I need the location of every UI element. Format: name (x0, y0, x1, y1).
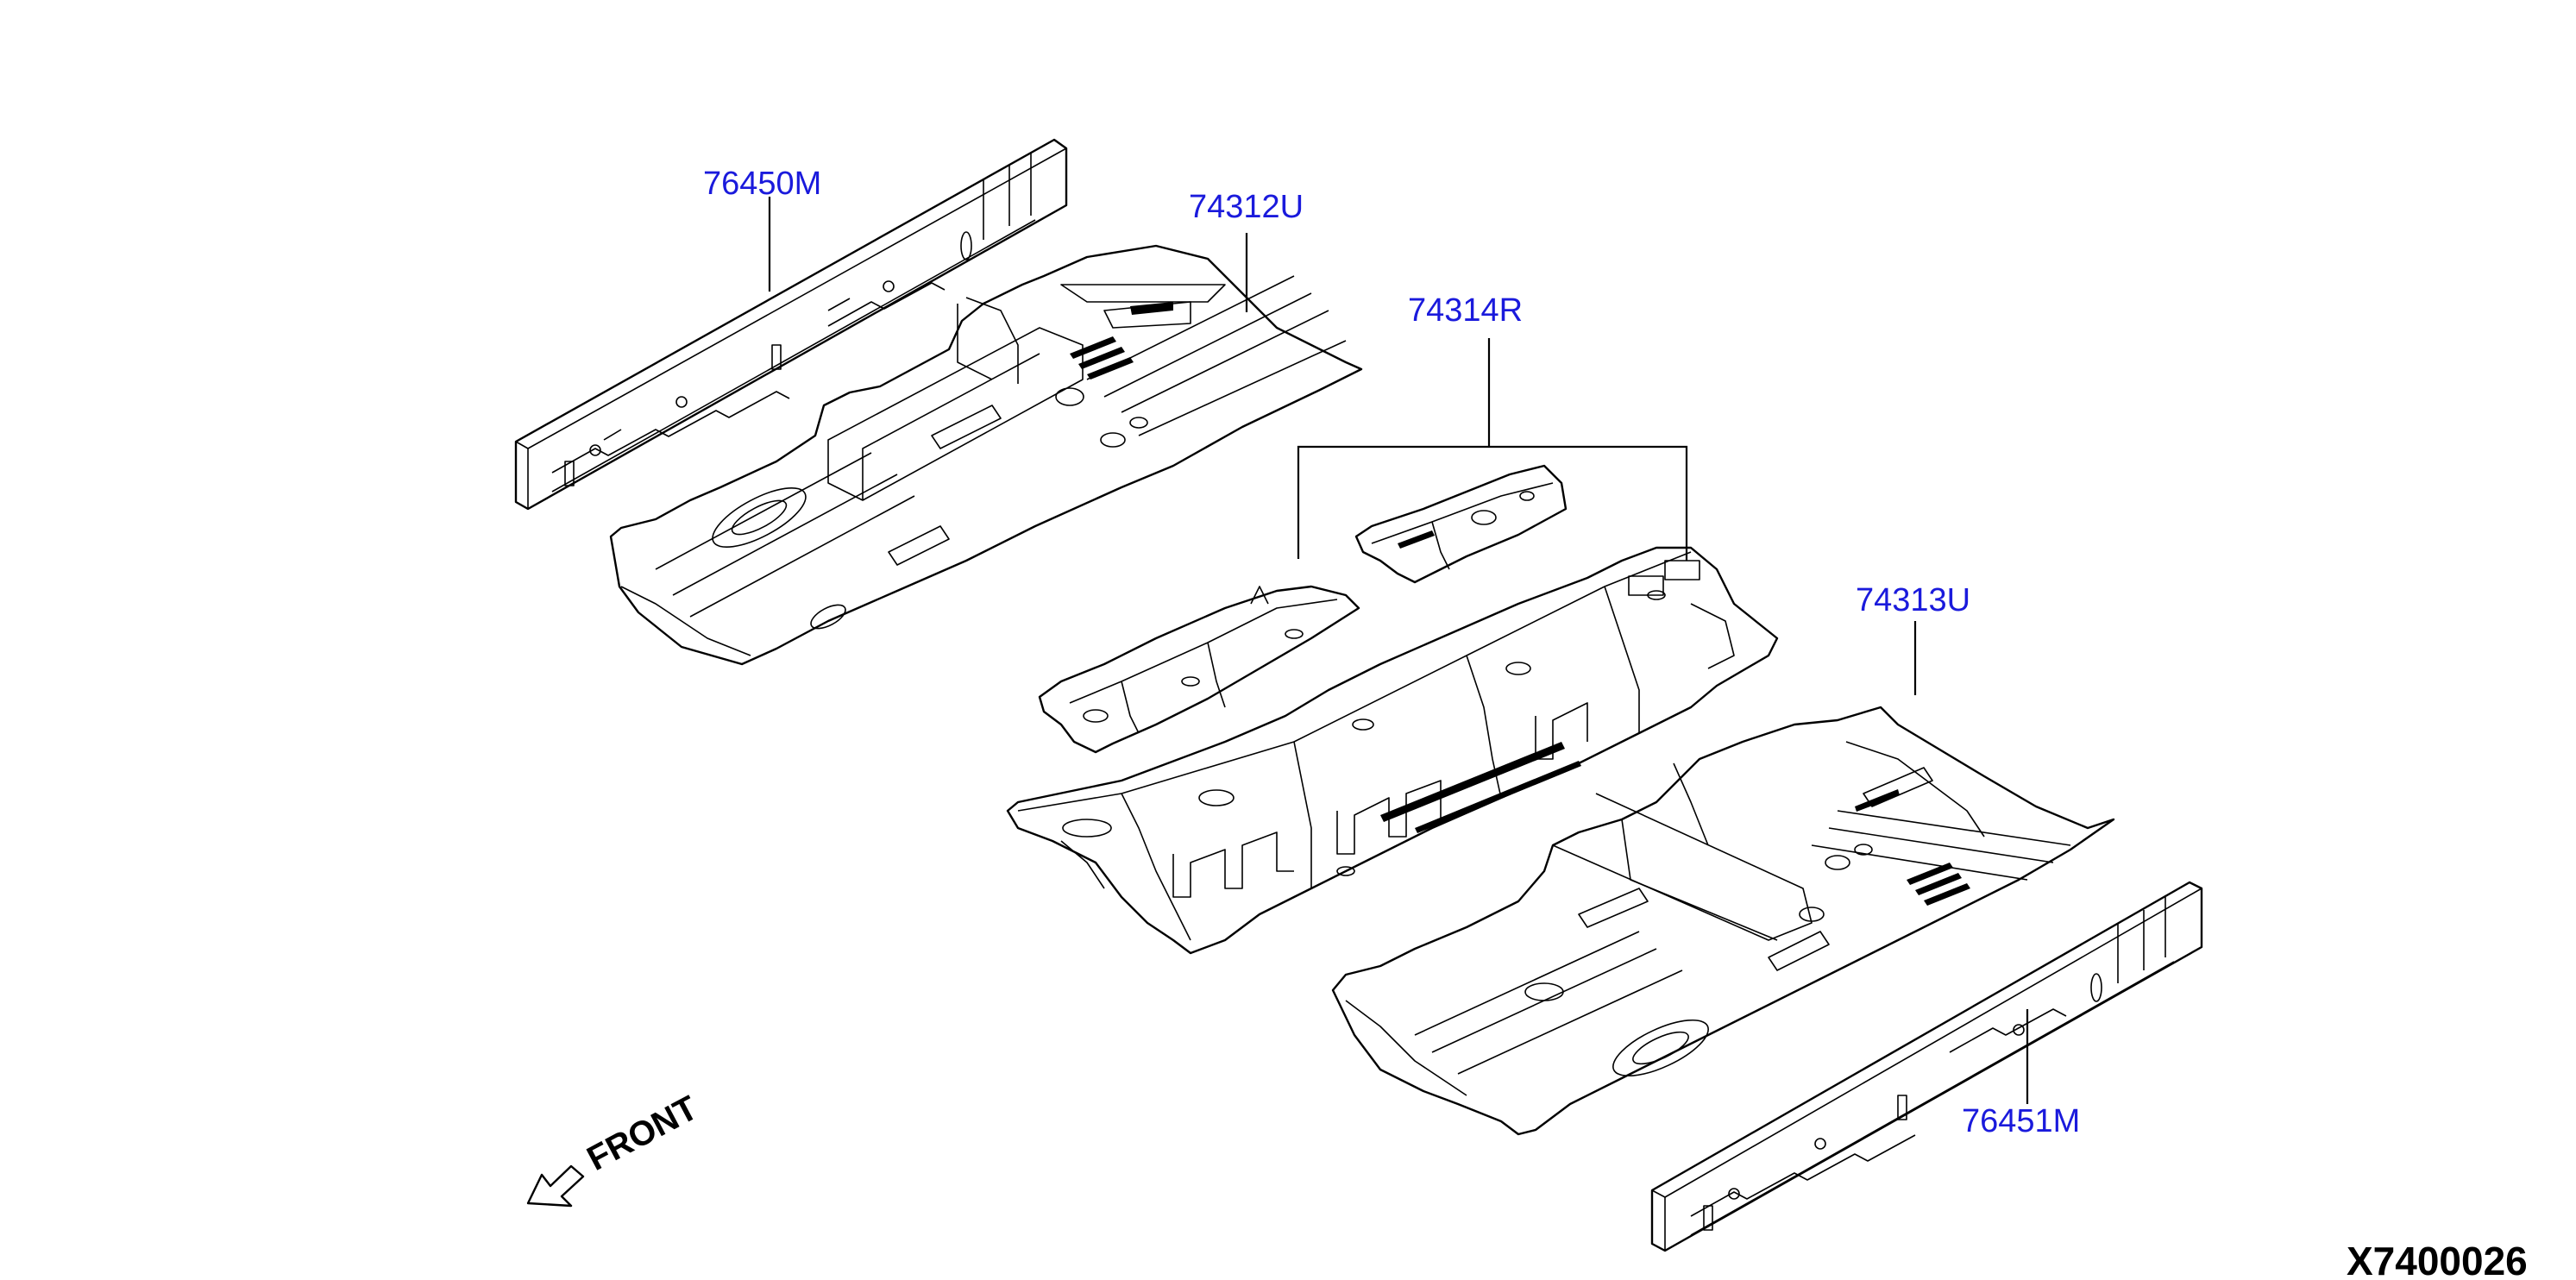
part-76450m-side-sill-left[interactable] (514, 138, 1068, 511)
callout-76450m: 76450M (703, 166, 821, 202)
front-label: FRONT (581, 1089, 704, 1178)
part-76451m-side-sill-right[interactable] (1650, 881, 2203, 1252)
callout-74312u: 74312U (1189, 189, 1304, 225)
part-74313u-front-floor-right[interactable] (1331, 706, 2115, 1136)
part-74312u-front-floor-left[interactable] (609, 244, 1363, 666)
front-arrow-icon (526, 1164, 585, 1208)
diagram-id: X7400026 (2347, 1239, 2528, 1280)
callout-76451m: 76451M (1962, 1103, 2080, 1139)
leader-lines (768, 197, 2029, 1104)
callout-74314r: 74314R (1408, 292, 1523, 329)
leader-74314r-bracket (1297, 445, 1688, 561)
part-74314r-center-floor[interactable] (1006, 464, 1779, 955)
callout-74313u: 74313U (1856, 582, 1970, 618)
front-direction-indicator: FRONT (526, 1089, 704, 1208)
callout-labels: 76450M 74312U 74314R 74313U 76451M (703, 166, 2080, 1139)
